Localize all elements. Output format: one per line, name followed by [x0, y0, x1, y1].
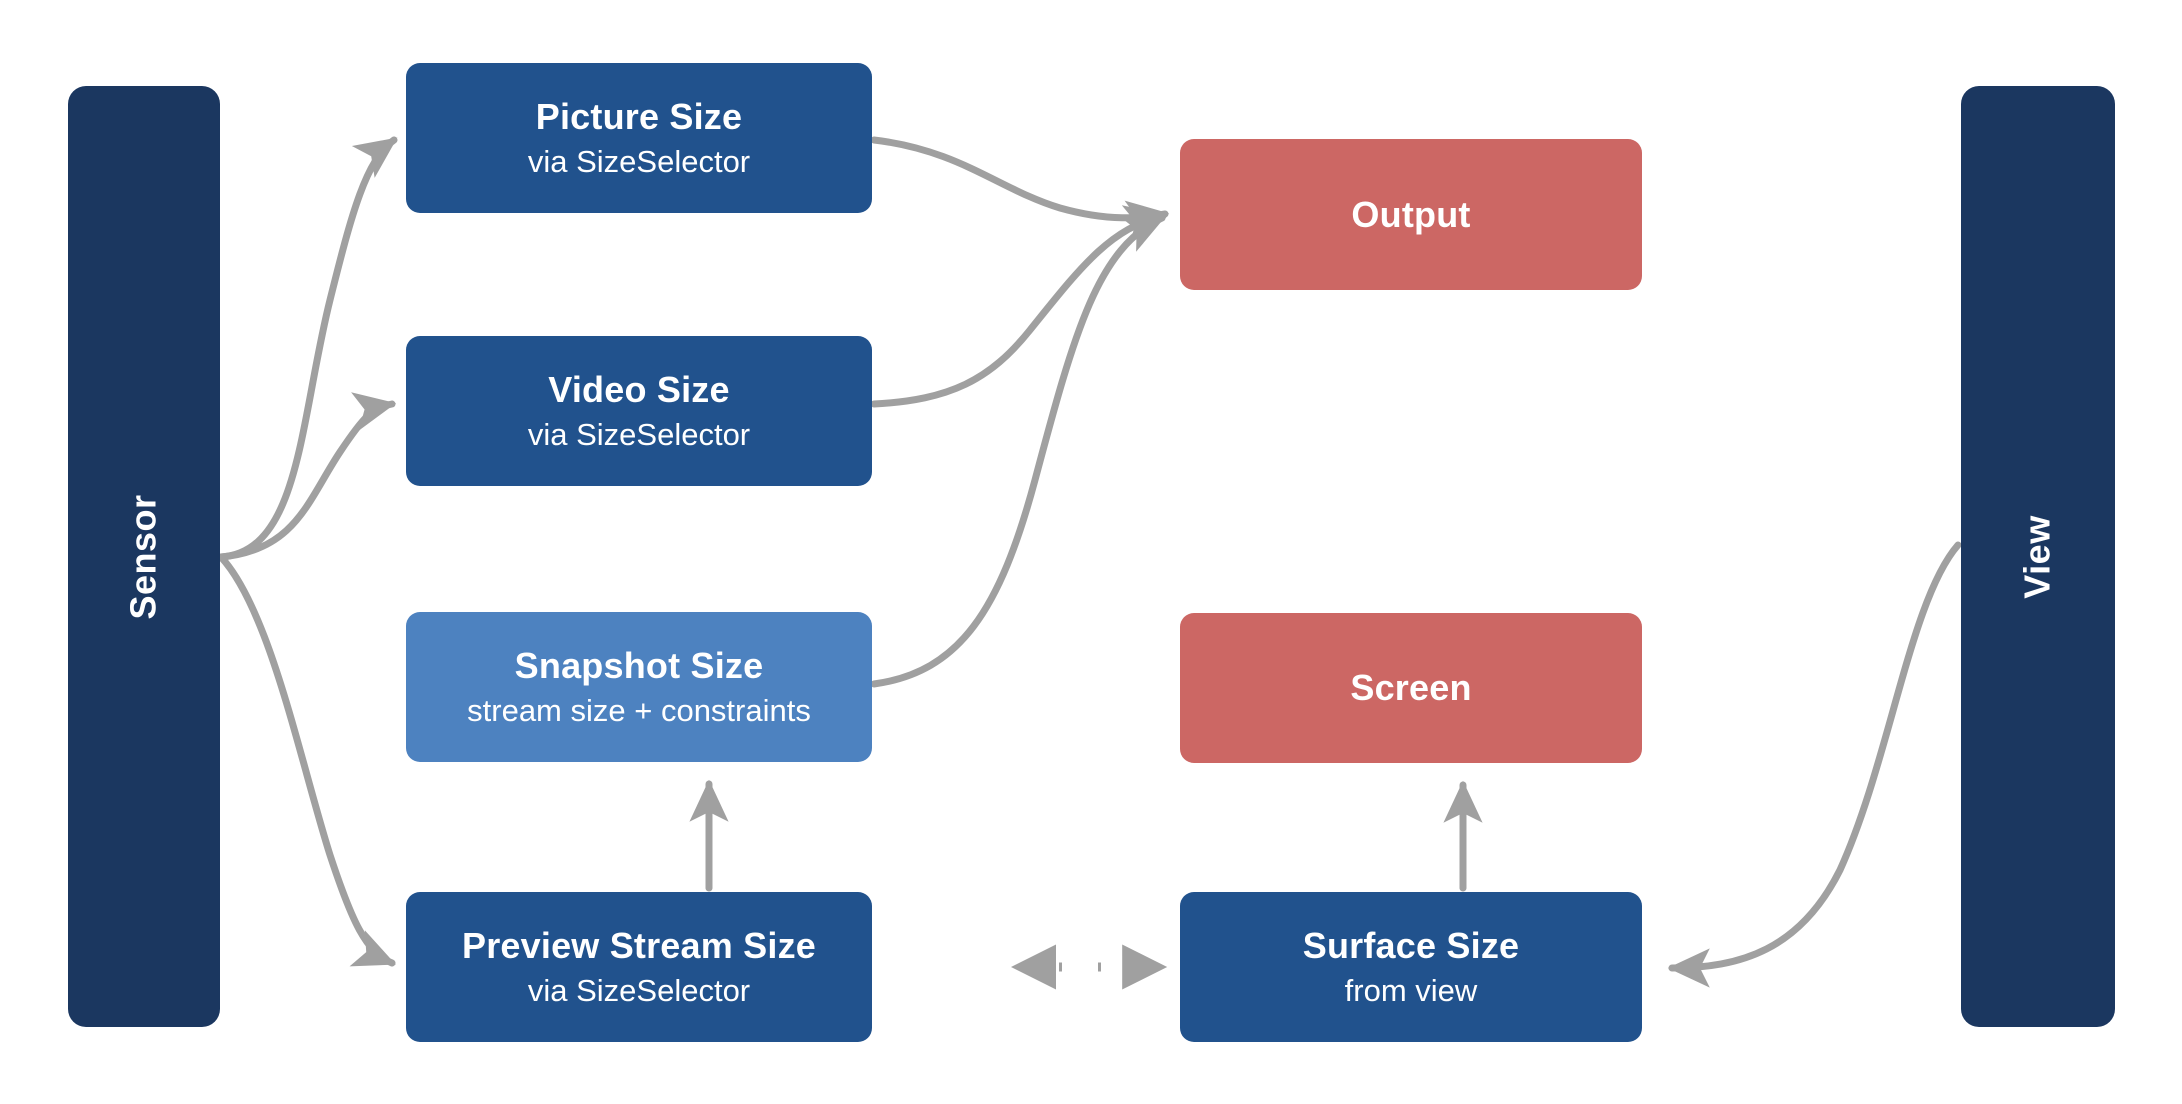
node-surface-size[interactable]: Surface Size from view — [1180, 892, 1642, 1042]
node-video-size-subtitle: via SizeSelector — [527, 417, 751, 453]
edge-picture-size-to-output — [870, 136, 1170, 240]
node-snapshot-size-subtitle: stream size + constraints — [467, 693, 811, 729]
node-preview-stream-size[interactable]: Preview Stream Size via SizeSelector — [406, 892, 872, 1042]
node-screen[interactable]: Screen — [1180, 613, 1642, 763]
node-video-size[interactable]: Video Size via SizeSelector — [406, 336, 872, 486]
node-snapshot-size-title: Snapshot Size — [514, 644, 764, 686]
node-picture-size-title: Picture Size — [535, 95, 743, 137]
edge-snapshot-size-to-output — [870, 214, 1166, 688]
lane-view-label: View — [2016, 514, 2058, 599]
node-preview-stream-size-title: Preview Stream Size — [462, 924, 816, 966]
lane-sensor[interactable]: Sensor — [68, 86, 220, 1027]
node-video-size-title: Video Size — [548, 368, 730, 410]
node-surface-size-subtitle: from view — [1344, 973, 1478, 1009]
edge-view-to-surface-size — [1667, 541, 1962, 988]
node-output[interactable]: Output — [1180, 139, 1642, 290]
edge-video-size-to-output — [870, 205, 1168, 408]
node-output-title: Output — [1351, 193, 1471, 235]
edge-sensor-to-preview-stream-size — [217, 553, 396, 967]
edge-sensor-to-video-size — [217, 392, 397, 561]
node-preview-stream-size-subtitle: via SizeSelector — [527, 973, 751, 1009]
lane-sensor-label: Sensor — [122, 493, 164, 620]
lane-view[interactable]: View — [1961, 86, 2115, 1027]
node-picture-size-subtitle: via SizeSelector — [527, 144, 751, 180]
node-surface-size-title: Surface Size — [1302, 924, 1520, 966]
node-picture-size[interactable]: Picture Size via SizeSelector — [406, 63, 872, 213]
node-screen-title: Screen — [1350, 667, 1472, 709]
edge-sensor-to-picture-size — [217, 136, 398, 561]
node-snapshot-size[interactable]: Snapshot Size stream size + constraints — [406, 612, 872, 762]
